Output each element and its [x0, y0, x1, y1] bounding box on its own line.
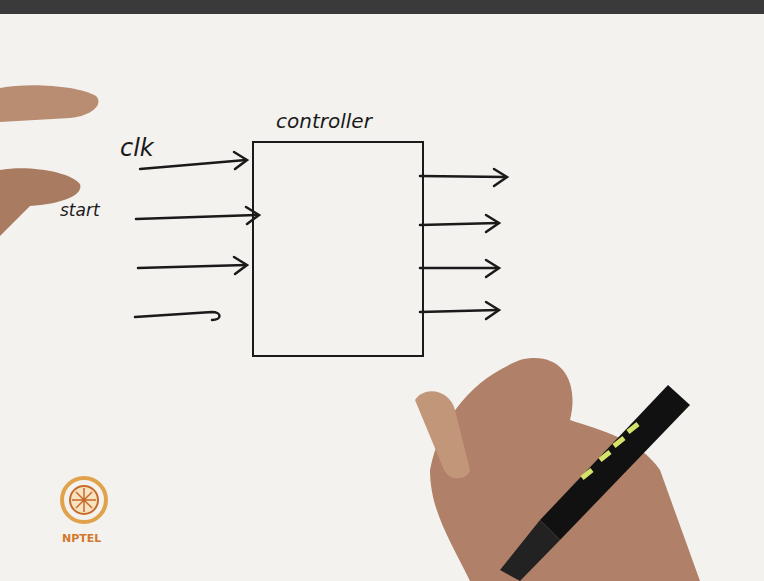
wire: [140, 160, 246, 169]
wire: [420, 310, 498, 312]
arrowhead: [486, 260, 499, 277]
logo-text: NPTEL: [62, 532, 101, 545]
controller-box: controller: [252, 141, 424, 357]
signal-arrows: [135, 152, 507, 320]
pen: [540, 385, 690, 540]
finger: [0, 85, 98, 122]
signal-name: clk: [120, 134, 154, 162]
arrowhead: [486, 215, 499, 232]
pen-tip: [500, 520, 560, 581]
pen-pattern: [582, 424, 638, 478]
arrowhead: [234, 257, 247, 274]
finger: [415, 391, 470, 478]
arrowhead: [494, 169, 507, 186]
logo-ring: [62, 478, 106, 522]
top-edge: [0, 0, 764, 14]
wire: [136, 215, 258, 219]
box-heading: controller: [276, 109, 372, 133]
arrowhead: [234, 152, 247, 169]
arrowhead: [486, 302, 499, 319]
wire: [420, 223, 498, 225]
wire: [420, 267, 498, 270]
paper: [0, 14, 764, 581]
wire: [135, 312, 220, 320]
hand: [430, 358, 700, 581]
signal-name: start: [60, 200, 100, 220]
wire: [138, 265, 246, 268]
logo: [62, 478, 106, 522]
logo-core: [70, 486, 98, 514]
wire: [420, 176, 506, 177]
logo-star: [72, 488, 96, 512]
